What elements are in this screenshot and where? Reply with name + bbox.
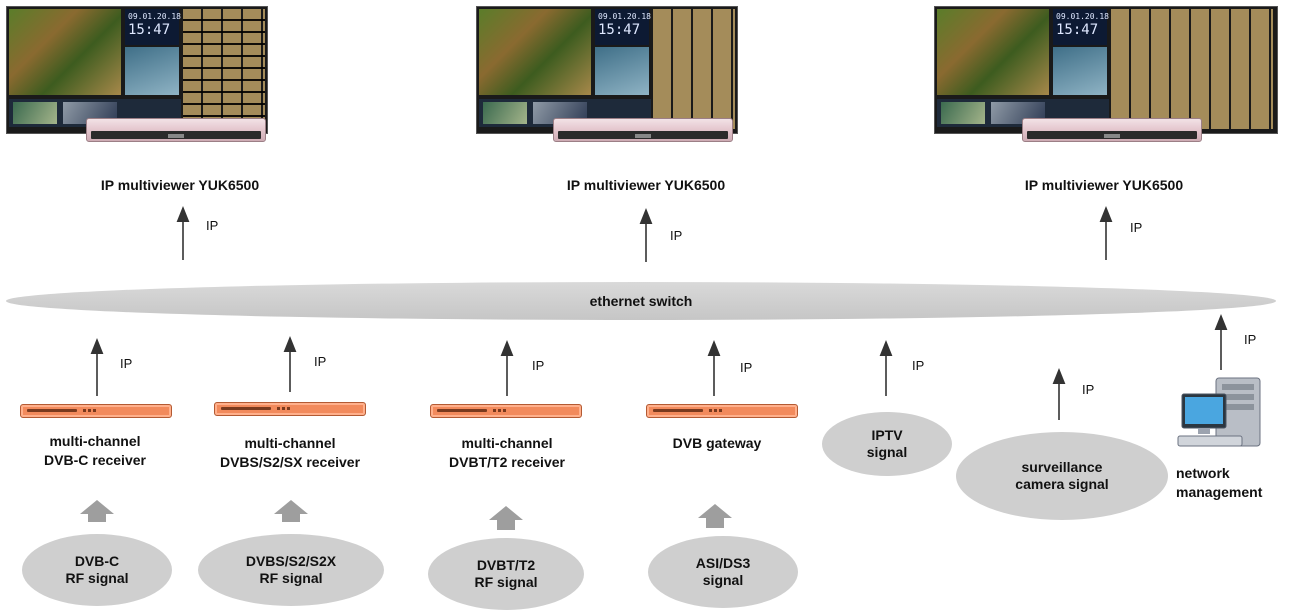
wall-time: 15:47 bbox=[598, 22, 641, 38]
ethernet-switch-label: ethernet switch bbox=[589, 293, 693, 309]
source-surveillance-camera: surveillance camera signal bbox=[956, 432, 1168, 520]
device-label-gateway: DVB gateway bbox=[672, 435, 762, 451]
network-management-label: network management bbox=[1176, 465, 1263, 500]
ip-label: IP bbox=[670, 228, 683, 243]
wall-time: 15:47 bbox=[128, 22, 171, 38]
ip-label: IP bbox=[314, 354, 327, 369]
block-arrow-3 bbox=[489, 506, 523, 530]
device-label-dvbt: multi-channel DVBT/T2 receiver bbox=[449, 435, 565, 470]
multiviewer-2-label: IP multiviewer YUK6500 bbox=[566, 177, 726, 193]
ip-label: IP bbox=[912, 358, 925, 373]
video-wall-screen: 09.01.20.18 15:47 bbox=[6, 6, 268, 134]
block-arrow-2 bbox=[274, 500, 308, 522]
source-dvbc-rf: DVB-C RF signal bbox=[22, 534, 172, 606]
multiviewer-device-icon bbox=[1022, 118, 1202, 142]
device-label-dvbc: multi-channel DVB-C receiver bbox=[44, 433, 146, 468]
wall-time: 15:47 bbox=[1056, 22, 1099, 38]
block-arrow-4 bbox=[698, 504, 732, 528]
ip-label: IP bbox=[206, 218, 219, 233]
ethernet-switch: ethernet switch bbox=[6, 282, 1276, 320]
wall-date: 09.01.20.18 bbox=[1056, 12, 1109, 21]
gateway-unit-icon bbox=[646, 404, 798, 418]
wall-clock: 09.01.20.18 15:47 bbox=[595, 9, 651, 45]
source-label: IPTV signal bbox=[866, 427, 908, 460]
ip-label: IP bbox=[740, 360, 753, 375]
ip-label: IP bbox=[1082, 382, 1095, 397]
wall-date: 09.01.20.18 bbox=[128, 12, 181, 21]
source-dvbs-rf: DVBS/S2/S2X RF signal bbox=[198, 534, 384, 606]
ip-label: IP bbox=[1130, 220, 1143, 235]
device-label-dvbs: multi-channel DVBS/S2/SX receiver bbox=[219, 435, 361, 470]
wall-clock: 09.01.20.18 15:47 bbox=[125, 9, 181, 45]
source-label: surveillance camera signal bbox=[1015, 459, 1109, 492]
multiviewer-device-icon bbox=[553, 118, 733, 142]
ip-label: IP bbox=[532, 358, 545, 373]
video-wall-screen: 09.01.20.18 15:47 bbox=[476, 6, 738, 134]
multiviewer-3-label: IP multiviewer YUK6500 bbox=[1024, 177, 1184, 193]
multiviewer-1-label: IP multiviewer YUK6500 bbox=[100, 177, 260, 193]
wall-clock: 09.01.20.18 15:47 bbox=[1053, 9, 1109, 45]
ip-label: IP bbox=[1244, 332, 1257, 347]
receiver-unit-icon bbox=[430, 404, 582, 418]
video-wall-screen: 09.01.20.18 15:47 bbox=[934, 6, 1278, 134]
ip-label: IP bbox=[120, 356, 133, 371]
source-label: ASI/DS3 signal bbox=[695, 555, 751, 588]
receiver-unit-icon bbox=[214, 402, 366, 416]
computer-icon bbox=[1177, 377, 1261, 447]
receiver-unit-icon bbox=[20, 404, 172, 418]
thumbnail-grid bbox=[1111, 9, 1273, 129]
multiviewer-device-icon bbox=[86, 118, 266, 142]
source-iptv: IPTV signal bbox=[822, 412, 952, 476]
source-label: DVB-C RF signal bbox=[65, 553, 129, 586]
wall-date: 09.01.20.18 bbox=[598, 12, 651, 21]
source-label: DVBT/T2 RF signal bbox=[474, 557, 538, 590]
block-arrow-1 bbox=[80, 500, 114, 522]
source-asi-ds3: ASI/DS3 signal bbox=[648, 536, 798, 608]
thumbnail-grid bbox=[183, 9, 265, 129]
thumbnail-grid bbox=[653, 9, 735, 129]
source-dvbt-rf: DVBT/T2 RF signal bbox=[428, 538, 584, 610]
source-label: DVBS/S2/S2X RF signal bbox=[245, 553, 337, 586]
